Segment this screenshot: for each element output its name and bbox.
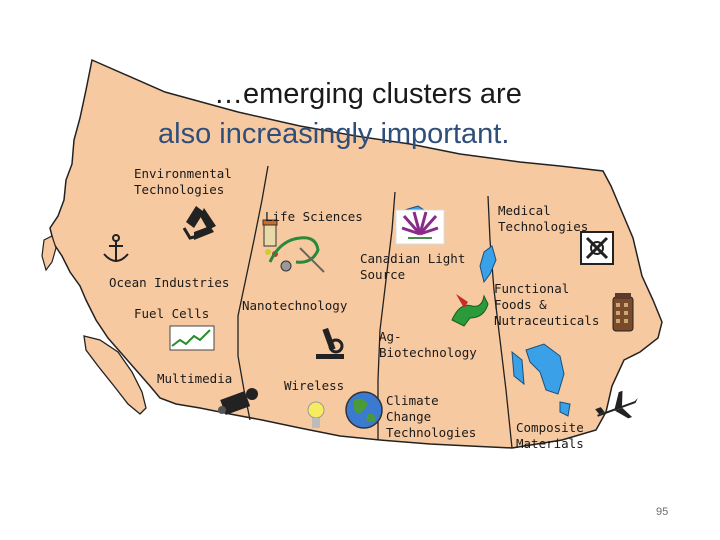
grain-silo-icon <box>612 293 634 332</box>
label-wireless: Wireless <box>284 378 345 393</box>
dragon-icon <box>451 294 489 327</box>
vancouver-island <box>83 335 147 415</box>
slide-title-line2: also increasingly important. <box>158 118 510 150</box>
video-camera-icon <box>218 388 258 415</box>
label-climate-change-technologies: Climate Change Technologies <box>386 393 477 440</box>
microscope-icon <box>316 327 344 359</box>
chart-icon <box>169 325 215 351</box>
anchor-icon <box>103 234 129 262</box>
lightbulb-icon <box>307 401 325 428</box>
label-multimedia: Multimedia <box>157 371 233 386</box>
label-composite-materials: Composite Materials <box>516 420 584 451</box>
globe-icon <box>345 391 383 429</box>
label-ag-biotechnology: Ag- Biotechnology <box>379 329 477 360</box>
cross-emblem-icon <box>580 231 614 265</box>
label-fuel-cells: Fuel Cells <box>134 306 210 321</box>
label-nanotechnology: Nanotechnology <box>242 298 348 313</box>
label-environmental-technologies: Environmental Technologies <box>134 166 232 197</box>
label-life-sciences: Life Sciences <box>265 209 363 224</box>
page-number: 95 <box>656 506 669 518</box>
slide-title-line1: …emerging clusters are <box>214 78 522 110</box>
stethoscope-icon <box>268 236 325 273</box>
flower-icon <box>395 209 445 245</box>
province-borders <box>237 165 513 449</box>
label-functional-foods: Functional Foods & Nutraceuticals <box>494 281 600 328</box>
recycle-icon <box>182 206 216 240</box>
label-canadian-light-source: Canadian Light Source <box>360 251 466 282</box>
label-ocean-industries: Ocean Industries <box>109 275 230 290</box>
airplane-icon <box>595 390 638 419</box>
haida-gwaii <box>41 235 57 272</box>
label-medical-technologies: Medical Technologies <box>498 203 589 234</box>
